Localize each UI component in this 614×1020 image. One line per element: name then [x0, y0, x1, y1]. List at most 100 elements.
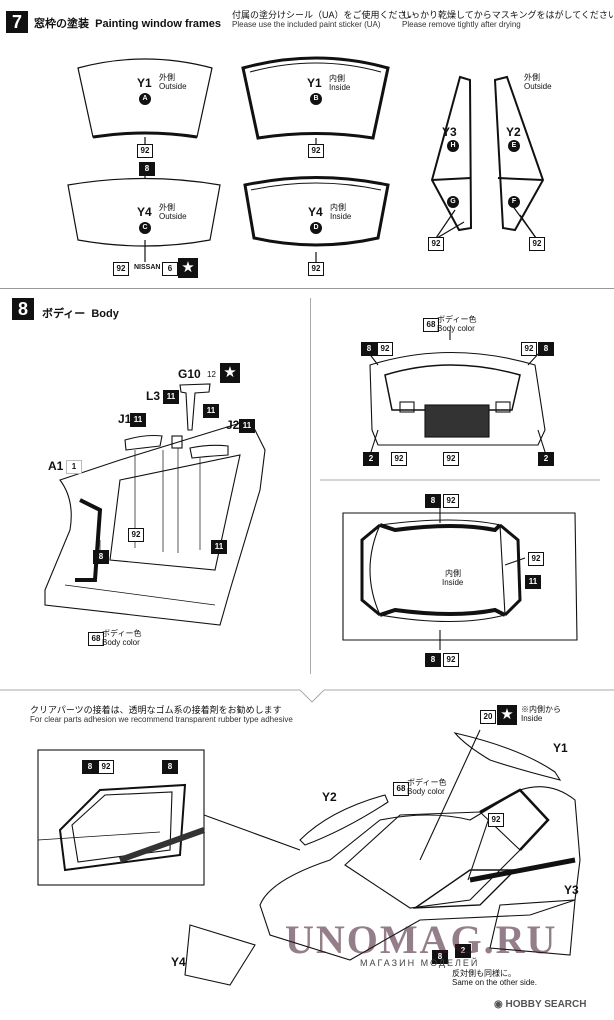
text-outside-en: Outside	[159, 82, 187, 91]
color-92: 92	[308, 144, 324, 158]
car-body-exploded	[259, 786, 581, 961]
color-92: 92	[528, 552, 544, 566]
color-8: 8	[93, 550, 109, 564]
color-8: 8	[432, 950, 448, 964]
color-2: 2	[455, 944, 471, 958]
g10-color: 12	[207, 370, 216, 379]
label-g10: G10	[178, 367, 201, 381]
text-inside-en: Inside	[330, 212, 352, 221]
label-y2: Y2	[322, 790, 337, 804]
color-6: 6	[162, 262, 178, 276]
color-92: 92	[443, 494, 459, 508]
color-2: 2	[363, 452, 379, 466]
color-68: 68	[423, 318, 439, 332]
label-l3: L3	[146, 389, 161, 403]
color-8: 8	[538, 342, 554, 356]
part-j2	[189, 444, 229, 459]
window-y3	[430, 75, 473, 232]
label-y1: Y1	[553, 741, 568, 755]
text-inside-en: Inside	[329, 83, 351, 92]
color-92: 92	[521, 342, 537, 356]
part-y4-glass	[184, 924, 256, 986]
part-g10	[179, 383, 211, 431]
label-j1: J1	[118, 412, 132, 426]
color-92: 92	[391, 452, 407, 466]
window-y4-outside	[67, 177, 221, 247]
color-68: 68	[88, 632, 104, 646]
a1-color: 1	[66, 460, 82, 474]
color-92: 92	[98, 760, 114, 774]
color-92: 92	[113, 262, 129, 276]
text-inside-ja: 内側	[329, 74, 345, 83]
color-92: 92	[443, 653, 459, 667]
color-92: 92	[137, 144, 153, 158]
text-outside-ja: 外側	[524, 73, 540, 82]
color-92: 92	[377, 342, 393, 356]
step-8-number: 8	[12, 298, 34, 320]
label-y1-inside: Y1	[307, 76, 322, 90]
star-note-en: Inside	[521, 714, 543, 723]
color-11: 11	[211, 540, 227, 554]
body-top-view	[342, 512, 578, 641]
label-y3: Y3	[564, 883, 579, 897]
body-color-en: Body color	[102, 638, 140, 647]
body-color-en: Body color	[407, 787, 445, 796]
text-outside-ja: 外側	[159, 203, 175, 212]
mark-a: A	[139, 93, 151, 105]
rear-panel	[424, 404, 490, 438]
color-8: 8	[425, 494, 441, 508]
mark-b: B	[310, 93, 322, 105]
detail-inset	[37, 749, 205, 886]
star-icon: ★	[178, 258, 198, 278]
label-y2: Y2	[506, 125, 521, 139]
mark-c: C	[139, 222, 151, 234]
step-8-title: ボディー Body	[42, 308, 119, 320]
color-8: 8	[139, 162, 155, 176]
color-92: 92	[428, 237, 444, 251]
color-8: 8	[162, 760, 178, 774]
color-68: 68	[393, 782, 409, 796]
color-8: 8	[425, 653, 441, 667]
text-inside-ja: 内側	[330, 203, 346, 212]
part-j1	[124, 434, 163, 451]
step-7-number: 7	[6, 11, 28, 33]
body-rear-view	[369, 351, 546, 446]
color-11: 11	[525, 575, 541, 589]
label-a1: A1	[48, 459, 64, 473]
label-y4-inside: Y4	[308, 205, 323, 219]
body-color-ja: ボディー色	[437, 315, 477, 324]
color-8: 8	[82, 760, 98, 774]
watermark-logo: UNOMAG.RU	[285, 917, 558, 962]
color-20: 20	[480, 710, 496, 724]
inside-ja: 内側	[445, 569, 461, 578]
nissan-decal: NISSAN	[134, 264, 161, 271]
other-side-en: Same on the other side.	[452, 978, 537, 987]
color-11: 11	[239, 419, 255, 433]
part-y1-glass	[453, 732, 562, 781]
label-y4-outside: Y4	[137, 205, 152, 219]
mark-e: E	[508, 140, 520, 152]
text-outside-ja: 外側	[159, 73, 175, 82]
window-y2	[493, 75, 545, 232]
color-92: 92	[488, 813, 504, 827]
part-y2-glass	[299, 794, 389, 846]
watermark-sub: МАГАЗИН МОДЕЛЕЙ	[360, 958, 480, 968]
label-y1-outside: Y1	[137, 76, 152, 90]
inside-en: Inside	[442, 578, 464, 587]
mark-d: D	[310, 222, 322, 234]
star-icon: ★	[220, 363, 240, 383]
color-8: 8	[361, 342, 377, 356]
mark-g: G	[447, 196, 459, 208]
step-7-title: 窓枠の塗装 Painting window frames	[34, 18, 222, 30]
color-92: 92	[529, 237, 545, 251]
color-92: 92	[443, 452, 459, 466]
window-y4-inside	[243, 176, 390, 247]
color-11: 11	[130, 413, 146, 427]
color-92: 92	[308, 262, 324, 276]
star-note-ja: ※内側から	[521, 705, 561, 714]
color-11: 11	[163, 390, 179, 404]
